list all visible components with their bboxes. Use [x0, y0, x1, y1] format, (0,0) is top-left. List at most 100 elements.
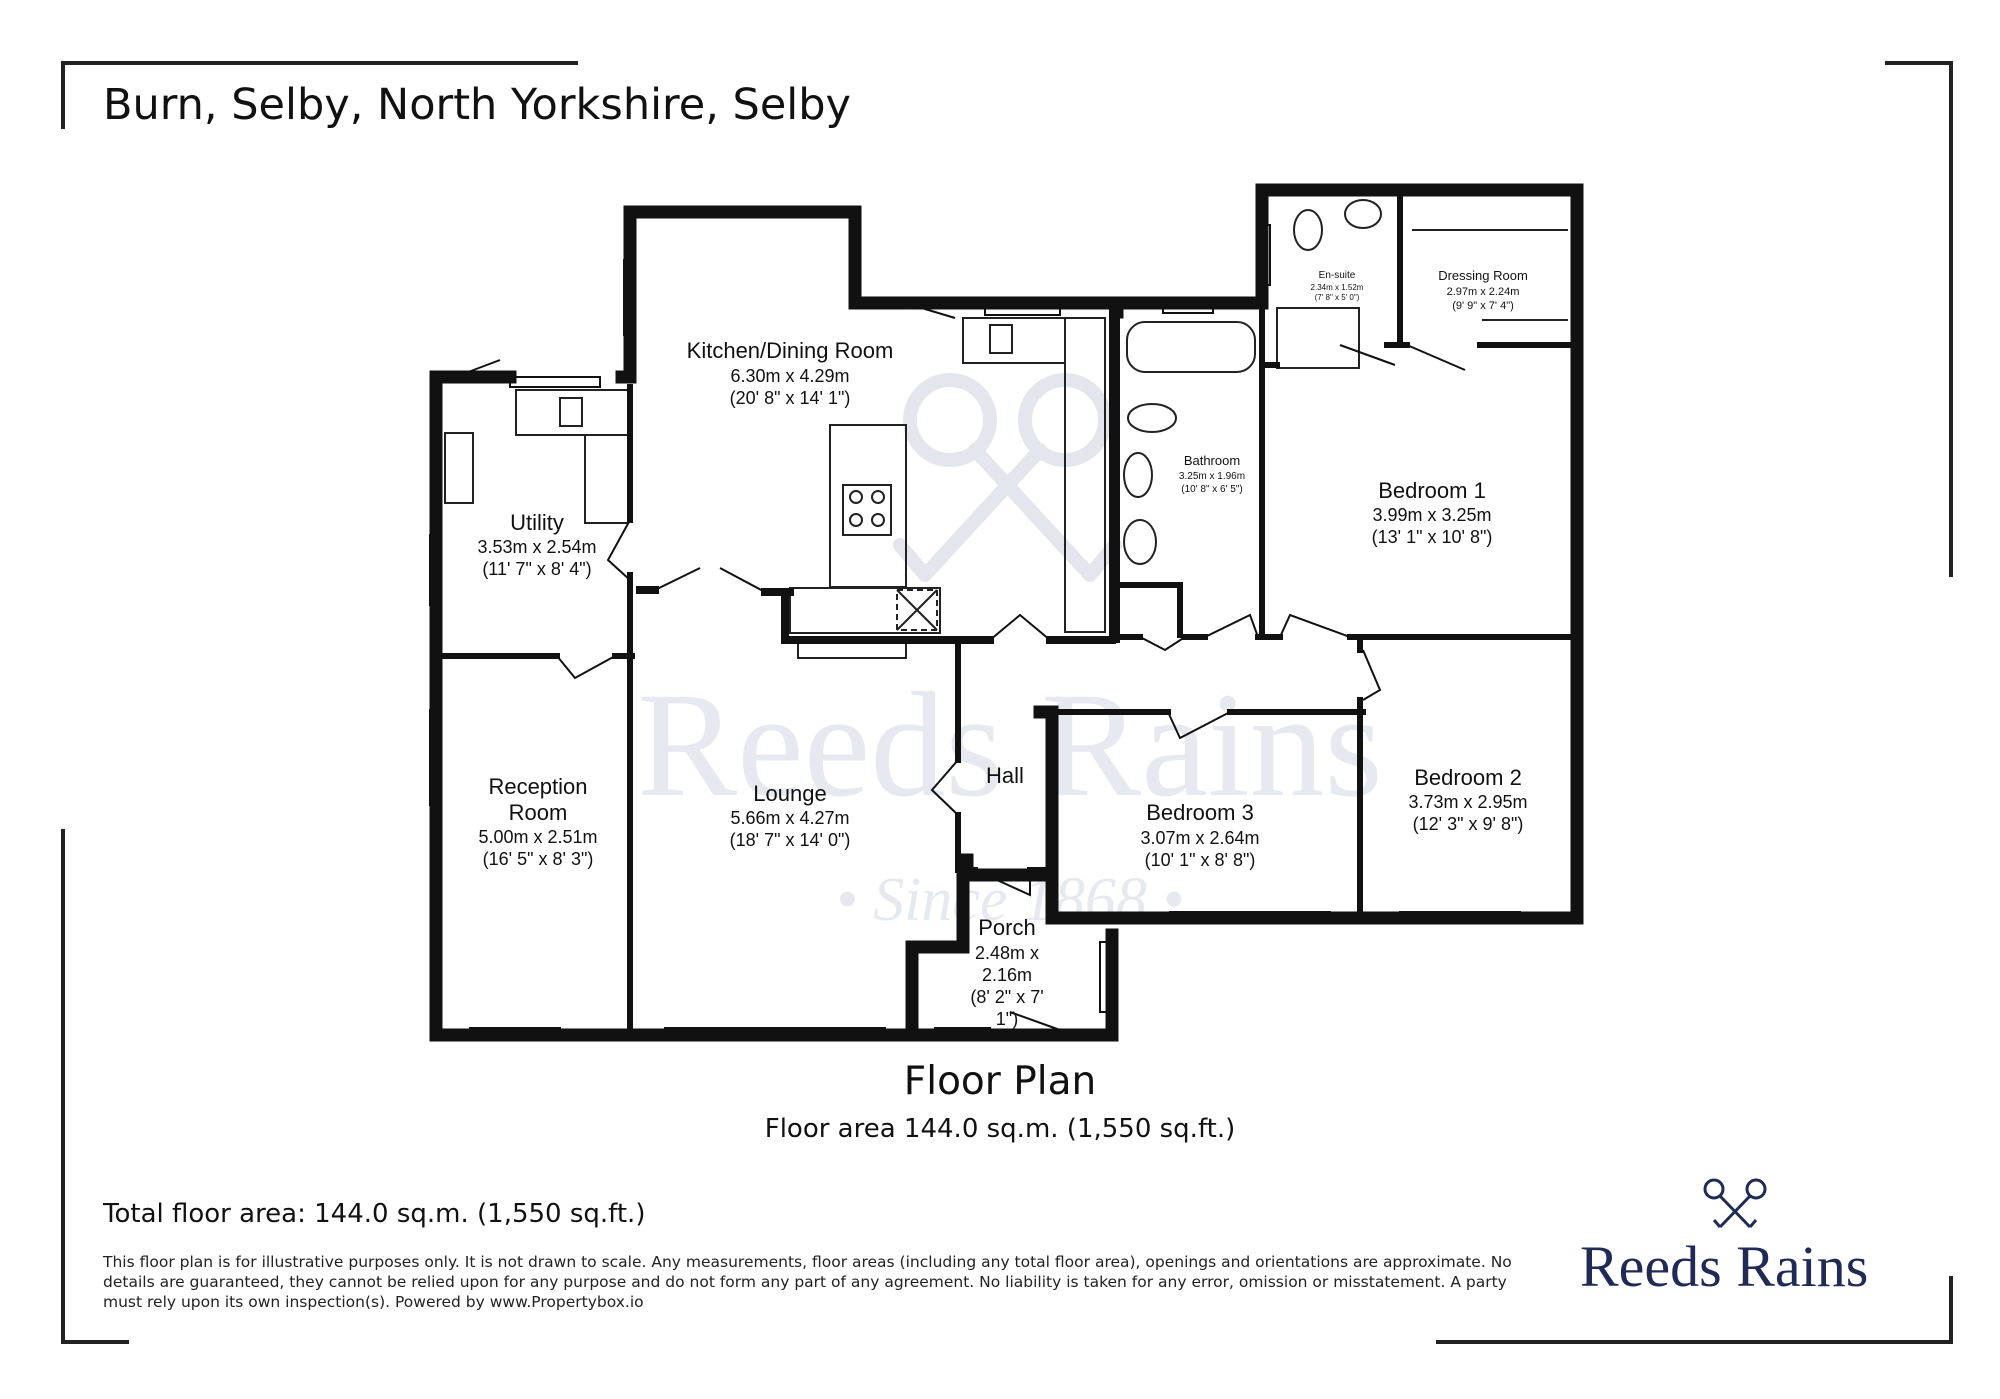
room-imperial: (12' 3" x 9' 8")	[1413, 814, 1524, 834]
room-name: Porch	[978, 915, 1035, 940]
outer-wall	[429, 370, 1119, 1042]
watermark-name: Reeds Rains	[637, 662, 1383, 828]
room-metric: 2.16m	[982, 965, 1032, 985]
bathtub-icon	[1126, 321, 1256, 373]
door-swing	[1139, 636, 1186, 652]
room-name: Bedroom 3	[1146, 800, 1254, 825]
property-address: Burn, Selby, North Yorkshire, Selby	[103, 80, 851, 130]
room-imperial: (8' 2" x 7'	[970, 987, 1043, 1007]
room-metric: 2.34m x 1.52m	[1311, 283, 1364, 292]
room-imperial: (18' 7" x 14' 0")	[730, 830, 851, 850]
door-swing	[1406, 344, 1466, 371]
room-name: Lounge	[753, 781, 826, 806]
hob-icon	[842, 484, 892, 536]
frame-corner-bottom-left-v	[61, 829, 65, 1344]
room-metric: 5.00m x 2.51m	[478, 827, 597, 847]
room-metric: 2.97m x 2.24m	[1447, 286, 1520, 298]
hob-ring	[849, 490, 863, 504]
bathroom-basin-icon	[1123, 519, 1157, 565]
shower-tray-icon	[1276, 307, 1360, 369]
room-metric: 3.07m x 2.64m	[1140, 828, 1259, 848]
outer-wall	[1033, 183, 1584, 925]
room-name: Bedroom 1	[1378, 478, 1486, 503]
fixtures	[444, 199, 1568, 659]
room-name: Room	[509, 800, 568, 825]
utility-worktop	[515, 389, 629, 436]
kitchen-worktop	[962, 317, 1066, 364]
door-swing	[904, 302, 956, 319]
room-metric: 5.66m x 4.27m	[730, 808, 849, 828]
kitchen-sink-icon	[989, 324, 1013, 354]
room-imperial: 1")	[996, 1009, 1018, 1029]
door-swing	[606, 519, 631, 581]
door-swing	[654, 567, 701, 591]
hob-ring	[849, 513, 863, 527]
room-metric: 6.30m x 4.29m	[730, 366, 849, 386]
room-imperial: (11' 7" x 8' 4")	[482, 559, 591, 579]
room-imperial: (16' 5" x 8' 3")	[483, 849, 594, 869]
hob-ring	[871, 513, 885, 527]
crossed-keys-icon	[1703, 1178, 1767, 1229]
room-imperial: (10' 8" x 6' 5")	[1181, 484, 1243, 495]
utility-side-unit	[584, 434, 629, 524]
frame-corner-bottom-right-v	[1949, 1276, 1953, 1344]
room-name: En-suite	[1319, 270, 1356, 281]
room-imperial: (13' 1" x 10' 8")	[1372, 527, 1493, 547]
chimney-icon	[896, 589, 938, 631]
door-swing	[1167, 711, 1231, 740]
utility-sink-icon	[559, 397, 583, 427]
disclaimer-text: This floor plan is for illustrative purp…	[103, 1253, 1512, 1311]
room-name: Utility	[510, 510, 564, 535]
hob-ring	[871, 490, 885, 504]
frame-corner-bottom-left-h	[61, 1340, 129, 1344]
door-swing	[930, 759, 959, 816]
room-metric: 2.48m x	[975, 943, 1039, 963]
kitchen-island	[829, 424, 907, 588]
ensuite-sink-icon	[1344, 199, 1382, 229]
outer-wall	[615, 205, 1124, 384]
door-swing	[989, 613, 1051, 641]
frame-corner-top-left-h	[61, 61, 578, 65]
plan-title: Floor Plan	[903, 1059, 1097, 1104]
room-labels: Kitchen/Dining Room 6.30m x 4.29m (20' 8…	[477, 268, 1527, 1029]
frame-corner-bottom-right-h	[1436, 1340, 1953, 1344]
room-name: Reception	[488, 774, 587, 799]
plan-floor-area: Floor area 144.0 sq.m. (1,550 sq.ft.)	[764, 1114, 1236, 1144]
walls	[429, 183, 1584, 1042]
room-metric: 3.73m x 2.95m	[1408, 792, 1527, 812]
bathroom-toilet-icon	[1127, 403, 1177, 433]
bathroom-sink-icon	[1123, 452, 1153, 498]
room-metric: 3.53m x 2.54m	[477, 537, 596, 557]
room-imperial: (10' 1" x 8' 8")	[1145, 850, 1256, 870]
door-swing	[1204, 613, 1259, 638]
room-name: Bedroom 2	[1414, 765, 1522, 790]
total-floor-area: Total floor area: 144.0 sq.m. (1,550 sq.…	[103, 1199, 646, 1229]
kitchen-side-worktop	[1064, 317, 1106, 633]
room-imperial: (20' 8" x 14' 1")	[730, 388, 851, 408]
room-imperial: (7' 8" x 5' 0")	[1315, 293, 1360, 302]
room-name: Bathroom	[1184, 453, 1240, 468]
frame-corner-top-right-v	[1949, 61, 1953, 577]
frame-corner-top-right-h	[1885, 61, 1953, 65]
room-name: Dressing Room	[1438, 268, 1528, 283]
chimney-cross	[896, 589, 938, 631]
room-name: Hall	[986, 763, 1024, 788]
door-swing	[974, 869, 1031, 897]
brand-logo-text: Reeds Rains	[1580, 1234, 1869, 1299]
kitchen-counter	[789, 587, 941, 634]
room-metric: 3.25m x 1.96m	[1179, 471, 1245, 482]
door-swing	[454, 359, 501, 378]
watermark: Reeds Rains • Since 1868 •	[637, 373, 1383, 934]
door-swing	[1339, 344, 1396, 366]
door-swing	[719, 567, 766, 593]
door-swing	[1279, 613, 1351, 638]
door-swing	[556, 655, 616, 680]
window	[509, 376, 601, 388]
room-metric: 3.99m x 3.25m	[1372, 505, 1491, 525]
doors	[454, 302, 1466, 1031]
ensuite-toilet-icon	[1293, 209, 1323, 251]
room-imperial: (9' 9" x 7' 4")	[1452, 300, 1514, 312]
room-name: Kitchen/Dining Room	[687, 338, 894, 363]
watermark-keys-icon	[893, 373, 1122, 582]
door-swing	[1362, 649, 1382, 701]
